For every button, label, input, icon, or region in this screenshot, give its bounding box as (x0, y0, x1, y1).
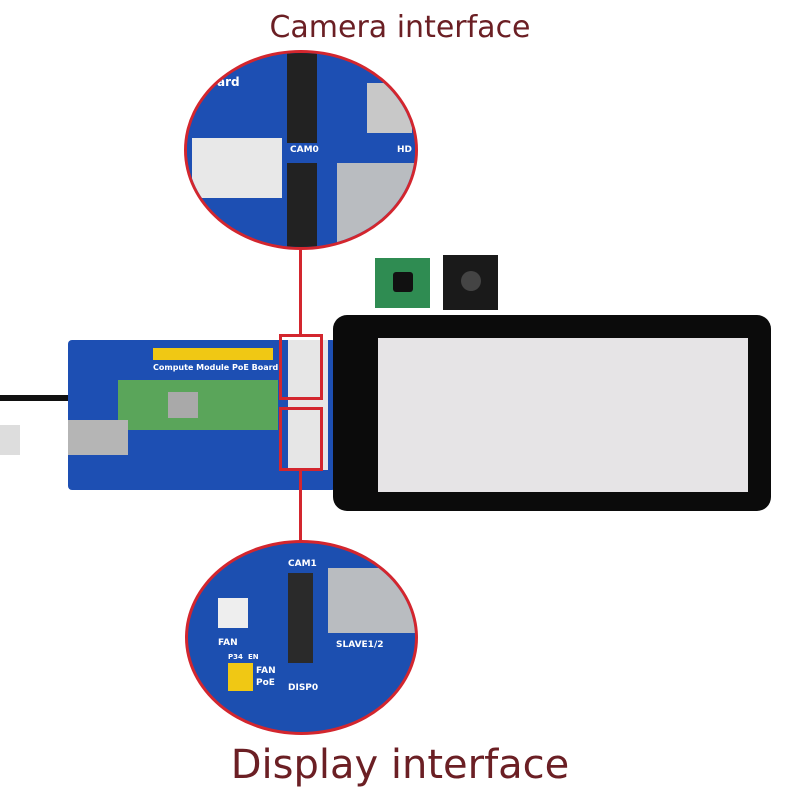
fan-label: FAN (218, 638, 238, 648)
slave-label: SLAVE1/2 (336, 640, 384, 650)
disp0-label: DISP0 (288, 683, 319, 693)
camera-interface-title: Camera interface (269, 10, 531, 45)
jumper (228, 663, 253, 691)
camera-highlight-box (279, 334, 323, 400)
gpio-header (153, 348, 273, 360)
fan-connector (218, 598, 248, 628)
poe-board: Compute Module PoE Board (68, 340, 336, 490)
connector (287, 163, 317, 247)
power-cable (0, 395, 68, 401)
compute-module (118, 380, 278, 430)
touch-display (333, 315, 771, 511)
usb-port (328, 568, 415, 633)
display-pointer-line (299, 471, 302, 543)
camera-module-black (443, 255, 498, 310)
en-label: EN (248, 653, 259, 661)
cam0-connector (287, 53, 317, 143)
ethernet-port (337, 163, 415, 247)
display-screen (378, 338, 748, 492)
ribbon-cable (192, 138, 282, 198)
cam0-label: CAM0 (290, 145, 319, 155)
hd-label: HD (397, 145, 413, 155)
disp0-connector (288, 573, 313, 663)
cam1-label: CAM1 (288, 559, 317, 569)
hdmi-port (367, 83, 412, 133)
camera-zoom-circle: CAM0 HD ard (184, 50, 418, 250)
camera-pointer-line (299, 250, 302, 336)
board-name: Compute Module PoE Board (153, 363, 279, 372)
display-interface-title: Display interface (230, 742, 570, 788)
brand-label: ard (217, 75, 240, 89)
display-zoom-circle: CAM1 FAN SLAVE1/2 P34 EN FAN PoE DISP0 (185, 540, 418, 735)
poe-label: PoE (256, 678, 275, 688)
network-cable (0, 425, 20, 455)
display-highlight-box (279, 407, 323, 471)
ethernet-jack (68, 420, 128, 455)
fan-jumper-label: FAN (256, 666, 276, 676)
camera-module-green (375, 258, 430, 308)
p34-label: P34 (228, 653, 243, 661)
